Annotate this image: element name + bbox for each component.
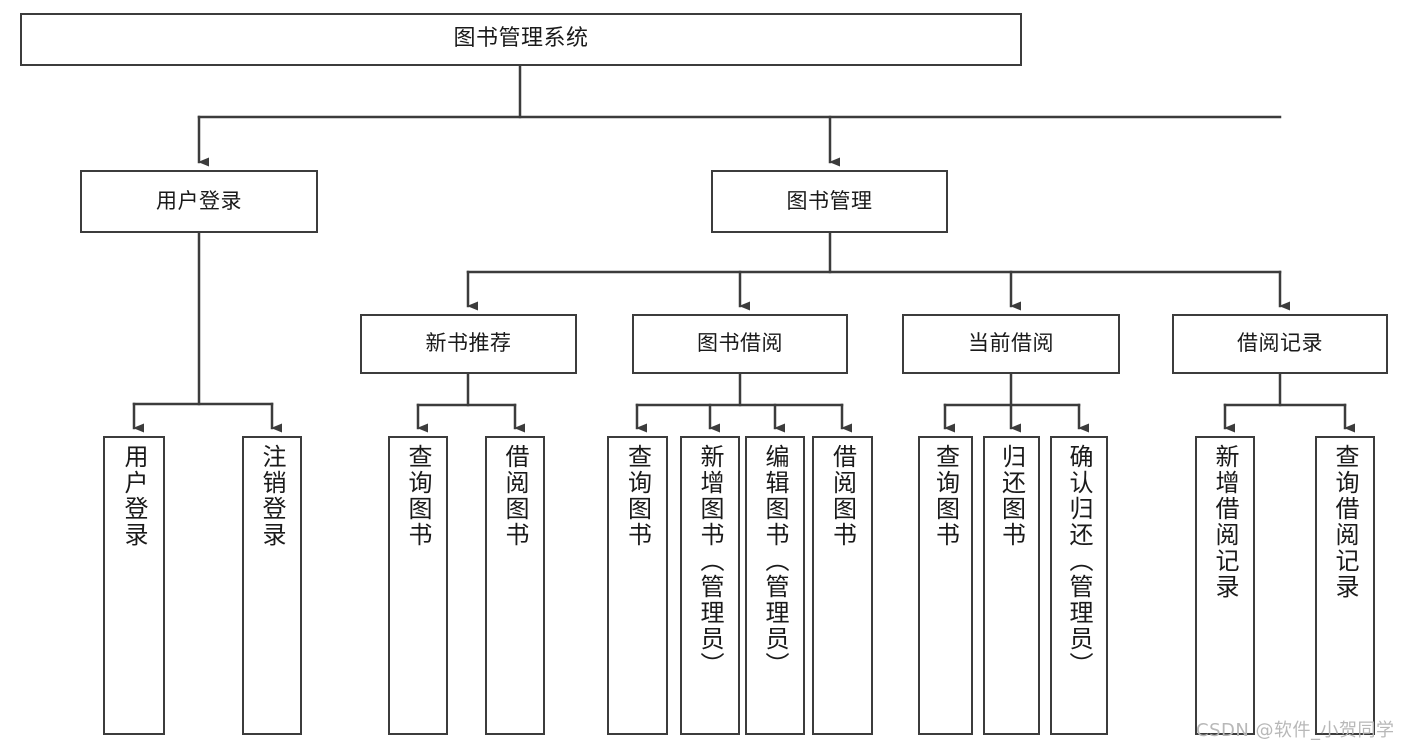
node-leaf-user-login[interactable]: 用户登录	[103, 436, 165, 735]
node-leaf-query-record-label: 查询借阅记录	[1331, 444, 1359, 600]
node-leaf-confirm-return-label: 确认归还（管理员）	[1065, 444, 1093, 678]
node-root-label: 图书管理系统	[453, 26, 589, 52]
node-leaf-query-book-label: 查询图书	[623, 444, 652, 548]
node-borrow-record[interactable]: 借阅记录	[1172, 314, 1388, 374]
node-user-login-label: 用户登录	[156, 188, 242, 213]
node-leaf-return-book-label: 归还图书	[997, 444, 1026, 548]
node-book-borrow-label: 图书借阅	[697, 331, 783, 356]
node-leaf-confirm-return[interactable]: 确认归还（管理员）	[1050, 436, 1108, 735]
node-leaf-add-book[interactable]: 新增图书（管理员）	[680, 436, 740, 735]
node-leaf-query-book-rec[interactable]: 查询图书	[388, 436, 448, 735]
node-leaf-user-logout-label: 注销登录	[258, 444, 286, 548]
node-book-manage-label: 图书管理	[786, 188, 873, 213]
node-new-book-rec[interactable]: 新书推荐	[360, 314, 577, 374]
node-leaf-query-book-cur-label: 查询图书	[931, 444, 960, 548]
node-leaf-query-book-cur[interactable]: 查询图书	[918, 436, 973, 735]
node-leaf-edit-book[interactable]: 编辑图书（管理员）	[745, 436, 805, 735]
node-leaf-borrow-book-rec-label: 借阅图书	[501, 444, 529, 548]
node-borrow-record-label: 借阅记录	[1237, 331, 1323, 356]
node-book-manage[interactable]: 图书管理	[711, 170, 948, 233]
node-leaf-add-record-label: 新增借阅记录	[1211, 444, 1239, 600]
node-leaf-borrow-book-label: 借阅图书	[828, 444, 857, 548]
node-current-borrow[interactable]: 当前借阅	[902, 314, 1120, 374]
node-leaf-borrow-book[interactable]: 借阅图书	[812, 436, 873, 735]
node-current-borrow-label: 当前借阅	[968, 331, 1054, 356]
node-leaf-return-book[interactable]: 归还图书	[983, 436, 1040, 735]
node-new-book-rec-label: 新书推荐	[425, 331, 512, 356]
node-leaf-add-record[interactable]: 新增借阅记录	[1195, 436, 1255, 735]
csdn-watermark: CSDN @软件_小贺同学	[1196, 720, 1395, 741]
node-leaf-edit-book-label: 编辑图书（管理员）	[761, 444, 789, 678]
node-leaf-borrow-book-rec[interactable]: 借阅图书	[485, 436, 545, 735]
node-leaf-add-book-label: 新增图书（管理员）	[696, 444, 724, 678]
node-book-borrow[interactable]: 图书借阅	[632, 314, 848, 374]
node-user-login[interactable]: 用户登录	[80, 170, 318, 233]
node-leaf-query-book[interactable]: 查询图书	[607, 436, 668, 735]
node-leaf-user-login-label: 用户登录	[120, 444, 148, 548]
node-root[interactable]: 图书管理系统	[20, 13, 1022, 66]
node-leaf-query-book-rec-label: 查询图书	[404, 444, 432, 548]
node-leaf-query-record[interactable]: 查询借阅记录	[1315, 436, 1375, 735]
node-leaf-user-logout[interactable]: 注销登录	[242, 436, 302, 735]
